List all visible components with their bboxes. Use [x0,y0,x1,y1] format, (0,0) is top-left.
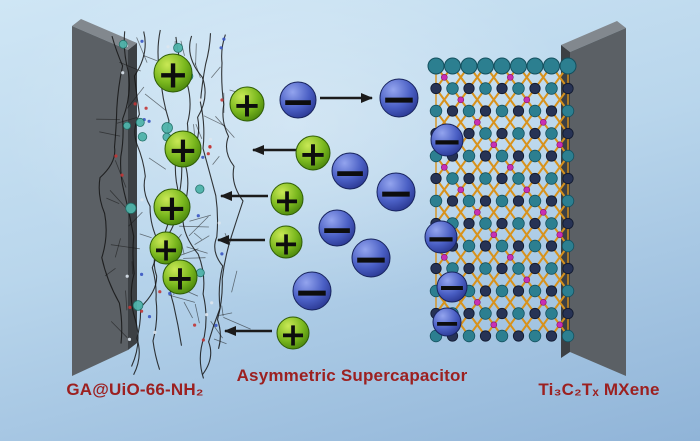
anion-ion: − [430,120,464,163]
anion-ion: − [351,234,391,285]
minus-sign: − [378,168,415,219]
minus-sign: − [333,148,367,196]
minus-sign: − [425,217,456,260]
cation-ion: + [153,188,191,229]
plus-sign: + [299,134,328,174]
cation-ion: + [269,224,303,262]
plus-sign: + [233,85,262,125]
minus-sign: − [353,234,390,285]
minus-sign: − [437,268,466,308]
cation-ion: + [229,85,265,125]
plus-sign: + [274,181,301,219]
plus-sign: + [280,315,307,353]
anion-ion: − [432,304,462,342]
anion-ion: − [279,77,317,125]
ion-migration-arrows [217,93,373,336]
anion-ion: − [379,74,419,125]
right-electrode-label: Ti₃C₂Tₓ MXene [538,380,660,399]
minus-sign: − [434,304,461,342]
plus-sign: + [168,130,198,171]
minus-sign: − [320,205,354,253]
cation-ion: + [153,53,193,97]
cation-ion: + [295,134,331,174]
left-electrode-label: GA@UiO-66-NH₂ [66,380,204,399]
plus-sign: + [273,224,300,262]
anion-ion: − [436,268,468,308]
anion-ion: − [292,267,332,318]
anion-ion: − [318,205,356,253]
minus-sign: − [431,120,462,163]
anion-ion: − [424,217,458,260]
cation-ion: + [164,130,202,171]
cation-ion: + [270,181,304,219]
plus-sign: + [157,53,189,97]
plus-sign: + [157,188,187,229]
anion-ion: − [331,148,369,196]
minus-sign: − [281,77,315,125]
plus-sign: + [166,258,195,298]
cation-ion: + [162,258,198,298]
minus-sign: − [294,267,331,318]
figure-title: Asymmetric Supercapacitor [236,366,468,385]
mof-aerogel-mesh [96,29,252,379]
left-electrode [72,19,137,376]
cation-ion: + [276,315,310,353]
minus-sign: − [381,74,418,125]
anion-ion: − [376,168,416,219]
